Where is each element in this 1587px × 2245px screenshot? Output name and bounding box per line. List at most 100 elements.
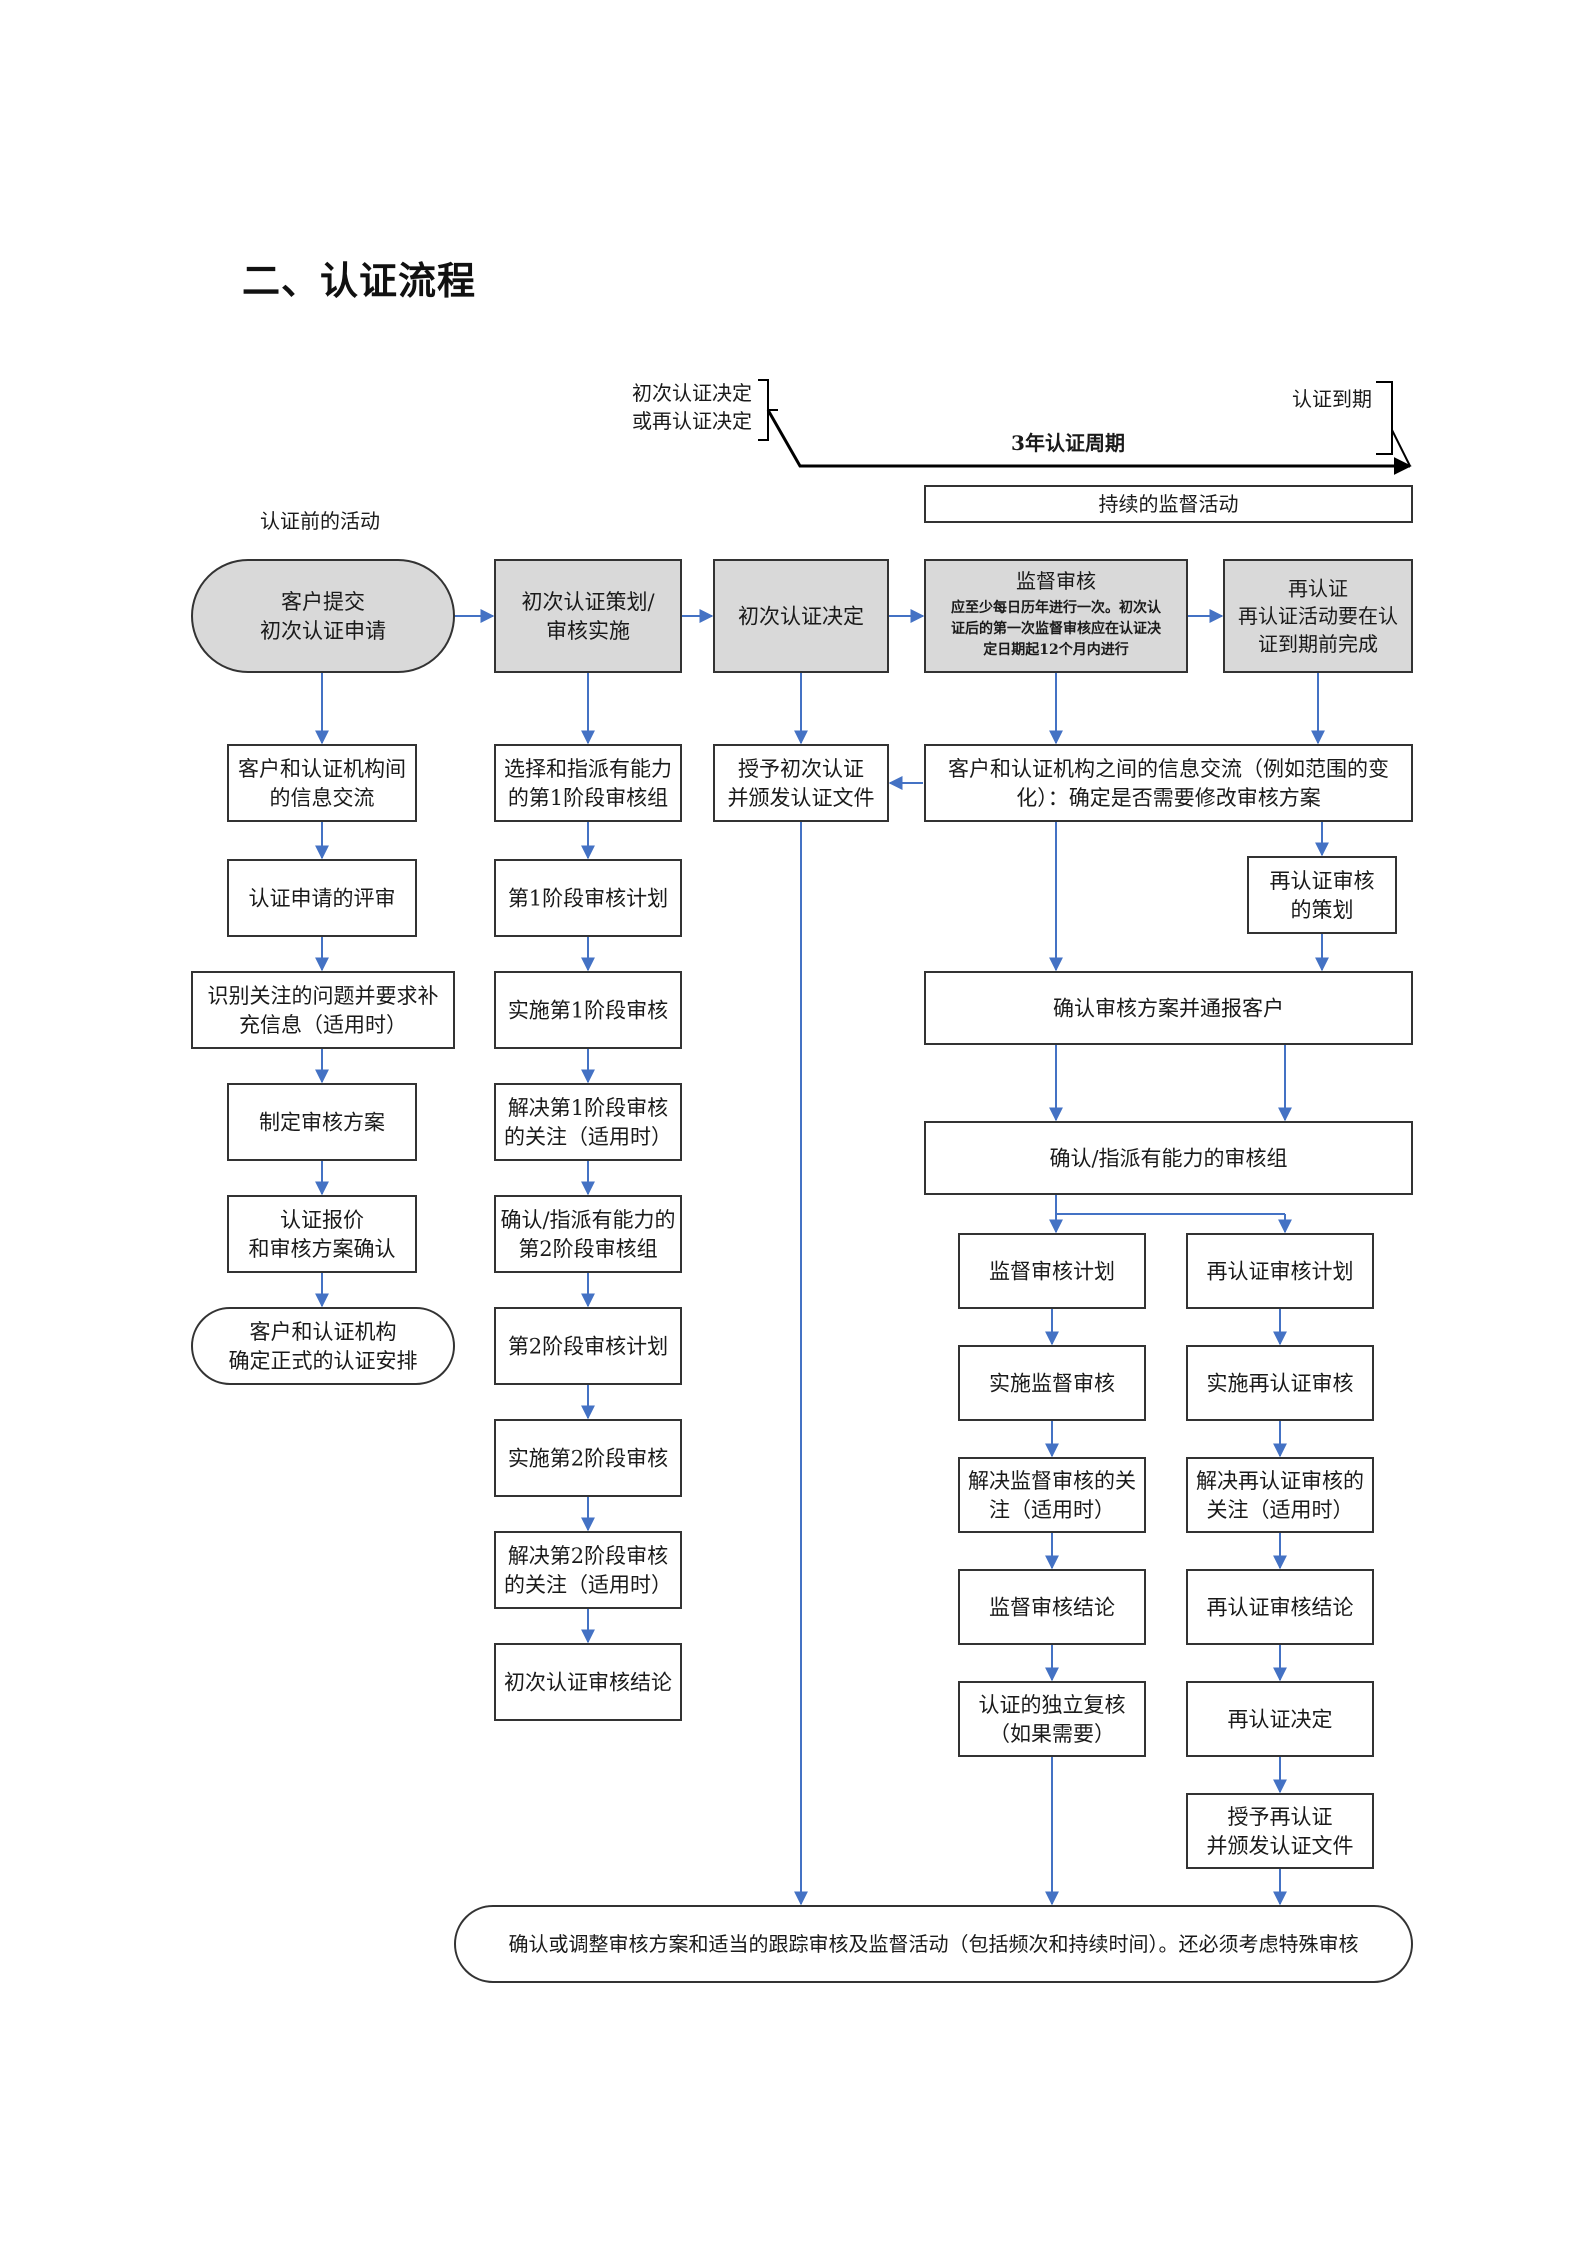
recert-step-2-label: 实施再认证审核 bbox=[1207, 1372, 1354, 1396]
recert-step-5-label: 再认证决定 bbox=[1228, 1708, 1333, 1732]
pre-cert-step-6-label-2: 确定正式的认证安排 bbox=[229, 1349, 418, 1373]
recert-step-1 bbox=[1186, 1233, 1374, 1309]
timeline-end-bracket bbox=[1376, 381, 1393, 455]
flow-nodes bbox=[191, 379, 1413, 1983]
initial-decision-box bbox=[713, 559, 889, 673]
surveillance-audit-note-3: 定日期起12个月内进行 bbox=[983, 641, 1128, 658]
pre-cert-step-1-label-2: 的信息交流 bbox=[270, 786, 375, 810]
info-exchange-box bbox=[924, 744, 1413, 822]
info-exchange-box-label-1: 客户和认证机构之间的信息交流（例如范围的变 bbox=[948, 757, 1389, 781]
recert-planning-box bbox=[1247, 856, 1397, 934]
flow-arrows bbox=[315, 609, 1329, 1906]
final-adjust-program-terminal-label: 确认或调整审核方案和适当的跟踪审核及监督活动（包括频次和持续时间）。还必须考虑特… bbox=[509, 1932, 1359, 1956]
initial-audit-step-5 bbox=[494, 1195, 682, 1273]
initial-audit-step-7 bbox=[494, 1419, 682, 1497]
initial-audit-step-4-label-2: 的关注（适用时） bbox=[504, 1125, 672, 1149]
pre-cert-step-3-label-1: 识别关注的问题并要求补 bbox=[208, 984, 439, 1008]
initial-planning-box-label-2: 审核实施 bbox=[546, 619, 630, 643]
flow-labels: 初次认证决定或再认证决定认证到期3年认证周期持续的监督活动认证前的活动客户提交初… bbox=[208, 381, 1399, 1956]
timeline-arrow bbox=[766, 409, 1412, 475]
surveillance-step-5-label-1: 认证的独立复核 bbox=[979, 1693, 1126, 1717]
timeline-end-connector bbox=[1391, 429, 1411, 467]
pre-cert-step-4 bbox=[227, 1083, 417, 1161]
initial-decision-box-label: 初次认证决定 bbox=[738, 605, 864, 629]
client-apply-terminal bbox=[191, 559, 455, 673]
surveillance-step-2-label: 实施监督审核 bbox=[989, 1372, 1115, 1396]
initial-audit-step-6 bbox=[494, 1307, 682, 1385]
surveillance-step-4-label: 监督审核结论 bbox=[989, 1596, 1115, 1620]
surveillance-step-1 bbox=[958, 1233, 1146, 1309]
pre-cert-step-1 bbox=[227, 744, 417, 822]
pre-activities-label: 认证前的活动 bbox=[260, 509, 380, 533]
surveillance-audit-title: 监督审核 bbox=[1016, 569, 1096, 593]
pre-cert-step-6 bbox=[191, 1307, 455, 1385]
recert-header-box-label-1: 再认证 bbox=[1288, 577, 1348, 601]
initial-audit-step-2-label: 第1阶段审核计划 bbox=[508, 887, 668, 911]
final-adjust-program-terminal bbox=[454, 1905, 1413, 1983]
recert-step-4 bbox=[1186, 1569, 1374, 1645]
surveillance-step-3-label-1: 解决监督审核的关 bbox=[968, 1469, 1136, 1493]
pre-cert-step-2 bbox=[227, 859, 417, 937]
info-exchange-box-label-2: 化）：确定是否需要修改审核方案 bbox=[1016, 786, 1321, 810]
initial-audit-step-3 bbox=[494, 971, 682, 1049]
pre-cert-step-5-label-2: 和审核方案确认 bbox=[249, 1237, 396, 1261]
initial-audit-step-8-label-2: 的关注（适用时） bbox=[504, 1573, 672, 1597]
surveillance-step-3 bbox=[958, 1457, 1146, 1533]
pre-cert-step-3-label-2: 充信息（适用时） bbox=[239, 1013, 407, 1037]
confirm-team-box bbox=[924, 1121, 1413, 1195]
confirm-team-box-label: 确认/指派有能力的审核组 bbox=[1049, 1147, 1287, 1171]
recert-header-box bbox=[1223, 559, 1413, 673]
surveillance-step-5 bbox=[958, 1681, 1146, 1757]
surveillance-audit-box bbox=[924, 559, 1188, 673]
surveillance-step-1-label: 监督审核计划 bbox=[989, 1260, 1115, 1284]
grant-initial-cert-box-label-2: 并颁发认证文件 bbox=[728, 786, 875, 810]
timeline-start-label-1: 初次认证决定 bbox=[632, 381, 752, 405]
timeline-start-bracket bbox=[758, 379, 778, 441]
initial-audit-step-2 bbox=[494, 859, 682, 937]
recert-step-3-label-2: 关注（适用时） bbox=[1207, 1498, 1354, 1522]
surveillance-step-4 bbox=[958, 1569, 1146, 1645]
initial-audit-step-3-label: 实施第1阶段审核 bbox=[508, 999, 668, 1023]
recert-header-box-label-3: 证到期前完成 bbox=[1258, 632, 1378, 656]
surveillance-step-3-label-2: 注（适用时） bbox=[989, 1498, 1115, 1522]
client-apply-terminal-label-2: 初次认证申请 bbox=[260, 619, 386, 643]
recert-header-box-label-2: 再认证活动要在认 bbox=[1238, 604, 1398, 628]
initial-audit-step-4-label-1: 解决第1阶段审核 bbox=[508, 1096, 668, 1120]
initial-audit-step-5-label-1: 确认/指派有能力的 bbox=[500, 1208, 675, 1232]
initial-audit-step-5-label-2: 第2阶段审核组 bbox=[518, 1237, 657, 1261]
timeline-start-label-2: 或再认证决定 bbox=[632, 409, 752, 433]
initial-audit-step-8 bbox=[494, 1531, 682, 1609]
recert-step-3 bbox=[1186, 1457, 1374, 1533]
surveillance-step-5-label-2: （如果需要） bbox=[989, 1722, 1115, 1746]
pre-cert-step-2-label: 认证申请的评审 bbox=[249, 887, 396, 911]
confirm-program-box bbox=[924, 971, 1413, 1045]
surveillance-audit-note-1: 应至少每日历年进行一次。初次认 bbox=[951, 599, 1162, 616]
grant-initial-cert-box-label-1: 授予初次认证 bbox=[738, 757, 864, 781]
initial-audit-step-9 bbox=[494, 1643, 682, 1721]
continuous-surveillance-bar bbox=[924, 485, 1413, 523]
initial-audit-step-9-label: 初次认证审核结论 bbox=[504, 1671, 672, 1695]
initial-audit-step-1 bbox=[494, 744, 682, 822]
recert-step-4-label: 再认证审核结论 bbox=[1207, 1596, 1354, 1620]
timeline-end-label: 认证到期 bbox=[1292, 387, 1372, 411]
surveillance-step-2 bbox=[958, 1345, 1146, 1421]
initial-planning-box-label-1: 初次认证策划/ bbox=[521, 590, 655, 614]
timeline-period-label: 3年认证周期 bbox=[1011, 431, 1125, 455]
continuous-surveillance-bar-label: 持续的监督活动 bbox=[1099, 492, 1239, 516]
initial-audit-step-4 bbox=[494, 1083, 682, 1161]
pre-cert-step-1-label-1: 客户和认证机构间 bbox=[238, 757, 406, 781]
surveillance-audit-note-2: 证后的第一次监督审核应在认证决 bbox=[951, 620, 1162, 637]
pre-cert-step-3 bbox=[191, 971, 455, 1049]
recert-step-1-label: 再认证审核计划 bbox=[1207, 1260, 1354, 1284]
recert-step-5 bbox=[1186, 1681, 1374, 1757]
initial-audit-step-8-label-1: 解决第2阶段审核 bbox=[508, 1544, 668, 1568]
recert-step-6-label-1: 授予再认证 bbox=[1228, 1805, 1333, 1829]
client-apply-terminal-label-1: 客户提交 bbox=[281, 590, 365, 614]
initial-audit-step-1-label-1: 选择和指派有能力 bbox=[504, 757, 672, 781]
pre-cert-step-6-label-1: 客户和认证机构 bbox=[250, 1320, 397, 1344]
pre-cert-step-5-label-1: 认证报价 bbox=[280, 1208, 364, 1232]
recert-step-6 bbox=[1186, 1793, 1374, 1869]
recert-step-2 bbox=[1186, 1345, 1374, 1421]
recert-step-3-label-1: 解决再认证审核的 bbox=[1196, 1469, 1364, 1493]
page-heading: 二、认证流程 bbox=[242, 258, 477, 303]
